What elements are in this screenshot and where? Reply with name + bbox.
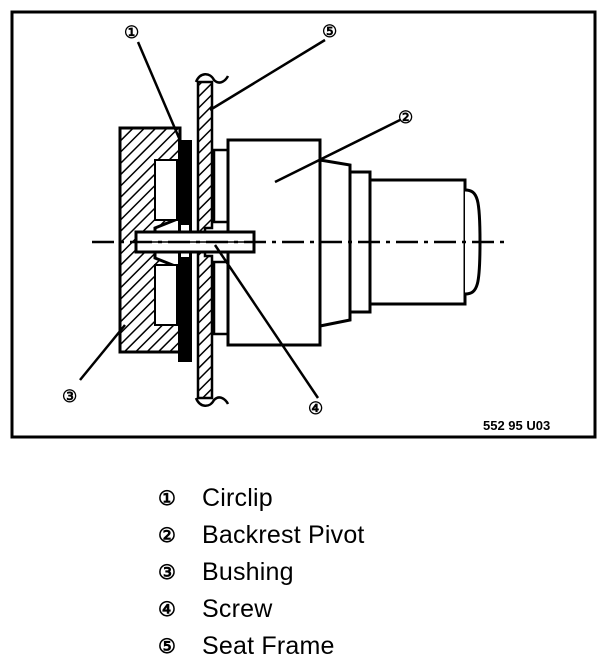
legend-number: ⑤ <box>158 636 176 658</box>
pivot-assembly-diagram: ① ⑤ ② ③ ④ 552 95 U03 <box>10 10 597 439</box>
legend-number: ② <box>158 525 176 547</box>
callout-1: ① <box>124 23 139 42</box>
legend-label: Screw <box>202 595 273 623</box>
legend-item: ③ Bushing <box>158 554 558 591</box>
legend-label: Bushing <box>202 558 294 586</box>
figure-border <box>10 10 597 439</box>
legend-item: ④ Screw <box>158 591 558 628</box>
figure-code: 552 95 U03 <box>483 418 550 433</box>
legend-item: ⑤ Seat Frame <box>158 628 558 665</box>
legend-label: Seat Frame <box>202 632 335 660</box>
callout-3: ③ <box>62 387 77 406</box>
callout-5: ⑤ <box>322 22 337 41</box>
legend-number: ④ <box>158 599 176 621</box>
legend-number: ③ <box>158 562 176 584</box>
legend-item: ① Circlip <box>158 480 558 517</box>
callout-2: ② <box>398 108 413 127</box>
legend-label: Backrest Pivot <box>202 521 365 549</box>
callout-4: ④ <box>308 399 323 418</box>
legend-label: Circlip <box>202 484 273 512</box>
legend-number: ① <box>158 488 176 510</box>
legend-item: ② Backrest Pivot <box>158 517 558 554</box>
leader-lines <box>79 38 401 399</box>
parts-legend: ① Circlip ② Backrest Pivot ③ Bushing ④ S… <box>158 480 558 665</box>
